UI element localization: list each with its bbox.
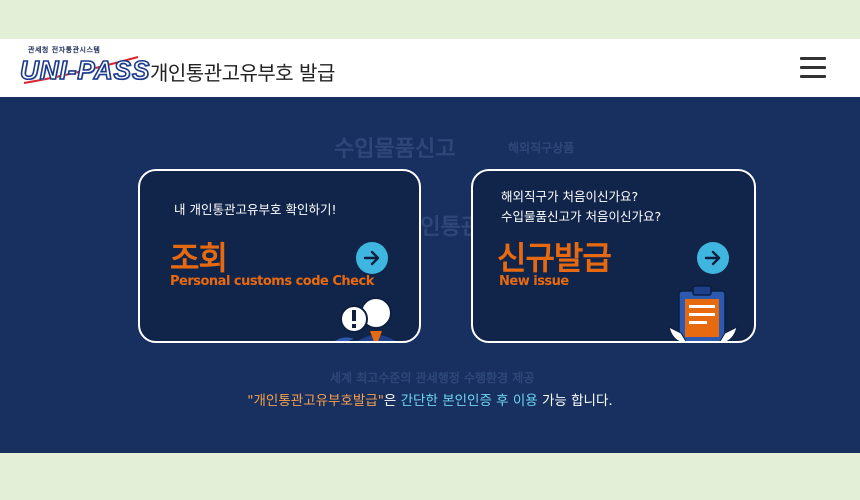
notice-text-end: 가능 합니다.: [537, 393, 613, 409]
arrow-right-icon[interactable]: [697, 242, 729, 274]
notice-highlight: 간단한 본인인증 후 이용: [400, 393, 538, 409]
hamburger-menu-icon[interactable]: [800, 57, 826, 79]
lookup-card[interactable]: 내 개인통관고유부호 확인하기! 조회 Personal customs cod…: [138, 169, 421, 343]
person-question-icon: [335, 297, 396, 341]
background-word-cloud: 수입물품신고 해외직구상품 개인통관 세계 최고수준의 관세행정 수행환경 제공: [0, 97, 860, 453]
new-issue-subtitle-line2: 수입물품신고가 처음이신가요?: [501, 209, 662, 224]
site-header: 관세청 전자통관시스템 UNI-PASS 개인통관고유부호 발급: [0, 39, 860, 97]
page-title: 개인통관고유부호 발급: [150, 61, 335, 85]
lookup-title-en: Personal customs code Check: [170, 274, 374, 289]
clipboard-document-icon: [668, 285, 738, 341]
new-issue-subtitle: 해외직구가 처음이신가요? 수입물품신고가 처음이신가요?: [501, 187, 661, 227]
bg-word: 해외직구상품: [508, 141, 575, 155]
lookup-subtitle: 내 개인통관고유부호 확인하기!: [174, 202, 337, 217]
bg-word: 수입물품신고: [334, 137, 456, 162]
new-issue-subtitle-line1: 해외직구가 처음이신가요?: [501, 189, 639, 204]
notice-service-name: "개인통관고유부호발급": [247, 393, 384, 409]
new-issue-card[interactable]: 해외직구가 처음이신가요? 수입물품신고가 처음이신가요? 신규발급 New i…: [471, 169, 756, 343]
logo-subtitle: 관세청 전자통관시스템: [28, 46, 101, 54]
new-issue-title: 신규발급: [497, 239, 612, 277]
hero-section: 수입물품신고 해외직구상품 개인통관 세계 최고수준의 관세행정 수행환경 제공…: [0, 97, 860, 453]
logo-wordmark: UNI-PASS: [19, 54, 151, 86]
unipass-logo[interactable]: 관세청 전자통관시스템 UNI-PASS: [19, 45, 150, 91]
logo-swoosh-icon: [23, 56, 139, 84]
notice-text: 은: [383, 393, 401, 409]
lookup-title: 조회: [170, 239, 228, 277]
new-issue-title-en: New issue: [499, 274, 569, 289]
usage-notice: "개인통관고유부호발급"은 간단한 본인인증 후 이용 가능 합니다.: [0, 389, 860, 409]
bg-word: 세계 최고수준의 관세행정 수행환경 제공: [330, 371, 535, 385]
arrow-right-icon[interactable]: [356, 242, 388, 274]
